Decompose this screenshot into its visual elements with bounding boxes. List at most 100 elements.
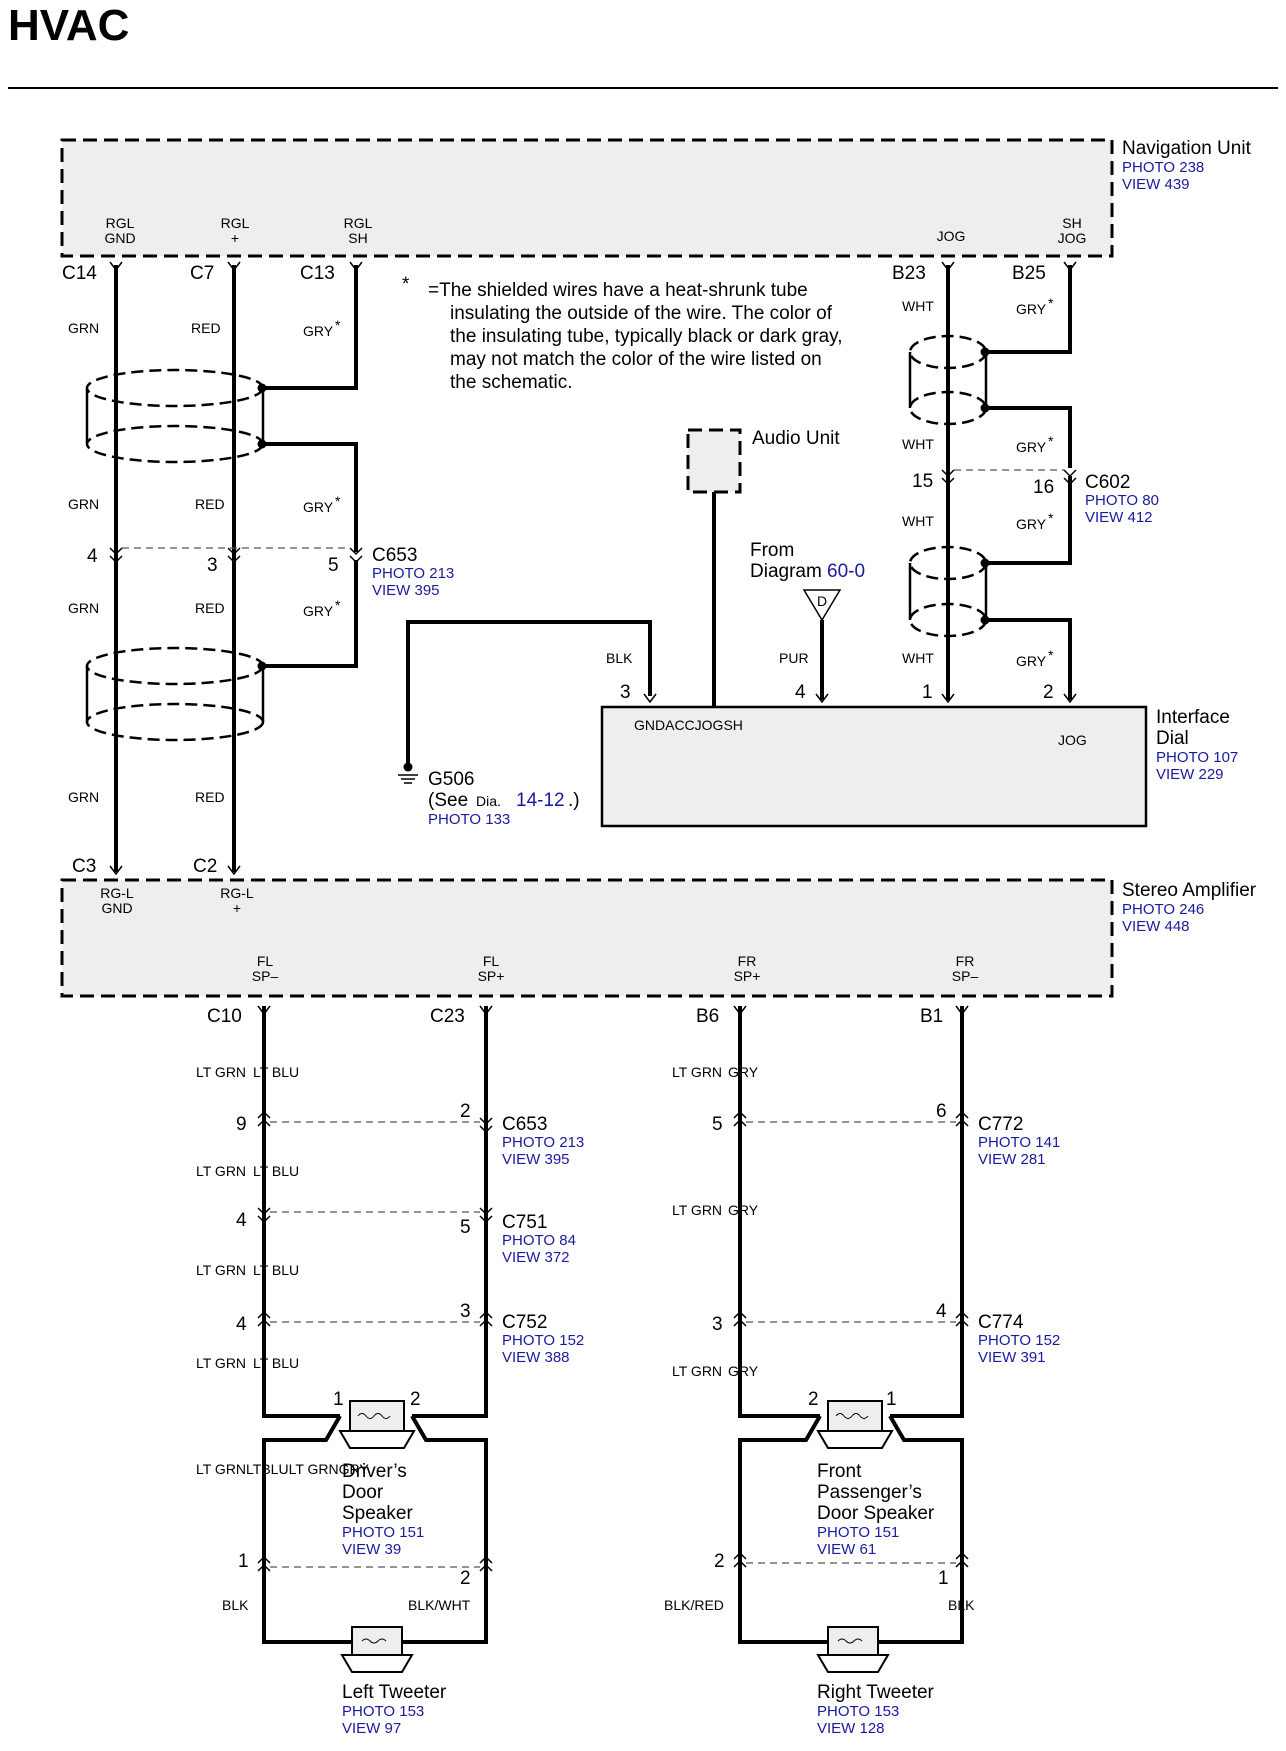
wire-color: LT GRN xyxy=(196,1163,246,1179)
left-wire-group xyxy=(85,261,363,876)
stereo-amp-view: VIEW 448 xyxy=(1122,918,1190,935)
c653-top-photo: PHOTO 213 xyxy=(372,565,454,582)
wire-color: WHT xyxy=(902,513,934,529)
pin-number: 9 xyxy=(236,1114,247,1135)
pin-number: 4 xyxy=(795,682,806,703)
interface-dial-pins: GNDACCJOGSH xyxy=(634,717,743,733)
c774-name: C774 xyxy=(978,1312,1024,1333)
pin-number: 2 xyxy=(714,1551,725,1572)
pin-number: 4 xyxy=(936,1301,947,1322)
c602-name: C602 xyxy=(1085,472,1130,493)
amp-pin-label: RG-L xyxy=(100,885,134,901)
connector-label: C23 xyxy=(430,1006,465,1027)
connector-label: B23 xyxy=(892,263,926,284)
c772-photo: PHOTO 141 xyxy=(978,1134,1060,1151)
tweeter-icon xyxy=(340,1626,414,1673)
nav-pin-label: GND xyxy=(104,230,135,246)
drivers-speaker-name: Door xyxy=(342,1482,384,1503)
c752-view: VIEW 388 xyxy=(502,1349,570,1366)
pin-number: 15 xyxy=(912,471,933,492)
pin-number: 1 xyxy=(938,1568,949,1589)
wire-color: GRY xyxy=(1016,439,1047,455)
pin-number: 3 xyxy=(620,682,631,703)
connector-label: B25 xyxy=(1012,263,1046,284)
c653-top-view: VIEW 395 xyxy=(372,582,440,599)
nav-pin-label: RGL xyxy=(221,215,250,231)
wire-color: LT BLU xyxy=(253,1262,299,1278)
blk-ground-wire xyxy=(406,620,652,765)
c772-view: VIEW 281 xyxy=(978,1151,1046,1168)
wire-color: LT GRN xyxy=(196,1064,246,1080)
interface-dial-box xyxy=(600,705,1148,828)
wire-star: * xyxy=(1048,510,1054,526)
audio-unit-name: Audio Unit xyxy=(752,428,840,449)
pin-number: 2 xyxy=(410,1389,421,1410)
connector-label: C14 xyxy=(62,263,97,284)
wire-color: RED xyxy=(195,789,225,805)
c653-left-view: VIEW 395 xyxy=(502,1151,570,1168)
drivers-speaker-photo: PHOTO 151 xyxy=(342,1524,424,1541)
interface-dial-photo: PHOTO 107 xyxy=(1156,749,1238,766)
amp-pin-label: SP+ xyxy=(478,968,505,984)
c752-photo: PHOTO 152 xyxy=(502,1332,584,1349)
wire-star: * xyxy=(1048,433,1054,449)
c653-left-name: C653 xyxy=(502,1114,547,1135)
wire-color: BLK/RED xyxy=(664,1597,724,1613)
connector-label: C2 xyxy=(193,856,217,877)
wire-color: LT GRN xyxy=(196,1355,246,1371)
nav-pin-label: JOG xyxy=(1058,230,1087,246)
amp-pin-label: FR xyxy=(956,953,975,969)
note-line: the insulating tube, typically black or … xyxy=(450,326,843,347)
audio-unit-box xyxy=(686,428,742,494)
interface-dial-name: Dial xyxy=(1156,728,1189,749)
stereo-amp-name: Stereo Amplifier xyxy=(1122,880,1257,901)
off-page-symbol: D xyxy=(817,593,827,609)
wire-color: GRY xyxy=(1016,653,1047,669)
pass-speaker-name: Door Speaker xyxy=(817,1503,935,1524)
wire-star: * xyxy=(1048,295,1054,311)
wire-color: WHT xyxy=(902,436,934,452)
amp-pin-label: SP– xyxy=(252,968,279,984)
speaker-icon xyxy=(338,1400,416,1449)
wire-star: * xyxy=(1048,647,1054,663)
wire-star: * xyxy=(335,493,341,509)
note-line: =The shielded wires have a heat-shrunk t… xyxy=(428,280,808,301)
connector-label: B1 xyxy=(920,1006,943,1027)
amp-pin-label: SP+ xyxy=(734,968,761,984)
nav-pin-label: SH xyxy=(1062,215,1081,231)
right-tweeter-photo: PHOTO 153 xyxy=(817,1703,899,1720)
pin-number: 1 xyxy=(886,1389,897,1410)
drivers-speaker-name: Speaker xyxy=(342,1503,413,1524)
wire-color: GRN xyxy=(68,600,99,616)
pin-number: 1 xyxy=(333,1389,344,1410)
note-line: the schematic. xyxy=(450,372,573,393)
amp-pin-label: FL xyxy=(257,953,274,969)
nav-unit-view: VIEW 439 xyxy=(1122,176,1190,193)
pin-number: 4 xyxy=(236,1210,247,1231)
pin-number: 5 xyxy=(712,1114,723,1135)
wire-color: GRN xyxy=(68,320,99,336)
wire-color: LT GRN xyxy=(672,1363,722,1379)
nav-unit-photo: PHOTO 238 xyxy=(1122,159,1204,176)
interface-dial-jog: JOG xyxy=(1058,732,1087,748)
pin-number: 5 xyxy=(328,555,339,576)
pin-number: 3 xyxy=(460,1301,471,1322)
amp-pin-label: FR xyxy=(738,953,757,969)
wire-color: GRY xyxy=(303,323,334,339)
g506-close: .) xyxy=(568,790,580,811)
left-tweeter-view: VIEW 97 xyxy=(342,1720,401,1737)
stereo-amp-photo: PHOTO 246 xyxy=(1122,901,1204,918)
pin-number: 16 xyxy=(1033,477,1054,498)
connector-label: C7 xyxy=(190,263,214,284)
c751-view: VIEW 372 xyxy=(502,1249,570,1266)
wire-color: BLK xyxy=(948,1597,975,1613)
note-line: may not match the color of the wire list… xyxy=(450,349,822,370)
pin-number: 3 xyxy=(712,1314,723,1335)
connector-label: B6 xyxy=(696,1006,719,1027)
page-title: HVAC xyxy=(8,1,129,50)
pin-number: 2 xyxy=(460,1101,471,1122)
wire-star: * xyxy=(335,597,341,613)
stereo-amplifier-box xyxy=(60,878,1114,998)
g506-dia: Dia. xyxy=(476,793,501,809)
wire-star: * xyxy=(335,317,341,333)
